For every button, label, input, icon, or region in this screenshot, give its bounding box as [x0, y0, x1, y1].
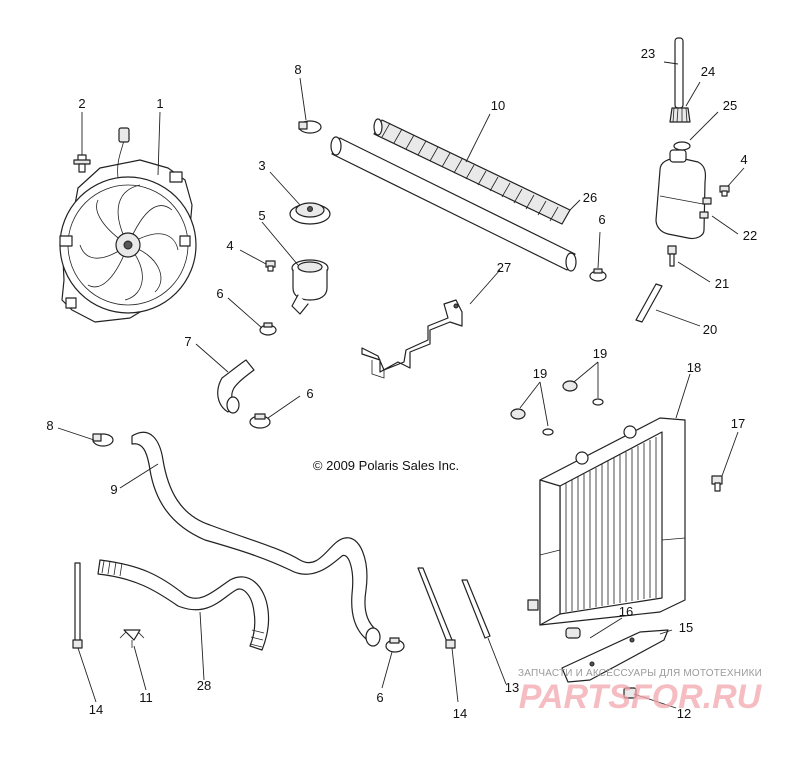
- callout-20: 20: [703, 322, 717, 337]
- callout-24: 24: [701, 64, 715, 79]
- callout-6-b: 6: [306, 386, 313, 401]
- part-18-radiator: [527, 417, 686, 626]
- callout-7: 7: [184, 334, 191, 349]
- callout-18: 18: [687, 360, 701, 375]
- part-14-cable-tie-right: [417, 567, 456, 649]
- callout-27: 27: [497, 260, 511, 275]
- callout-13: 13: [505, 680, 519, 695]
- callout-2: 2: [78, 96, 85, 111]
- part-17-bolt: [711, 475, 723, 492]
- callout-4-left: 4: [226, 238, 233, 253]
- part-5-filler-neck: [291, 259, 329, 315]
- callout-16: 16: [619, 604, 633, 619]
- part-8-clamp-left: [92, 433, 114, 447]
- callout-19-a: 19: [533, 366, 547, 381]
- callout-26: 26: [583, 190, 597, 205]
- callout-5: 5: [258, 208, 265, 223]
- callout-14-right: 14: [453, 706, 467, 721]
- part-28-corrugated-hose: [97, 559, 270, 651]
- part-6-clamp-c: [589, 268, 607, 282]
- part-8-clamp-top: [298, 120, 322, 134]
- part-15-bracket: [561, 629, 669, 683]
- part-26-straight-hose: [330, 136, 577, 272]
- watermark-tagline: ЗАПЧАСТИ И АКСЕССУАРЫ ДЛЯ МОТОТЕХНИКИ: [518, 668, 762, 679]
- part-6-clamp-d: [385, 637, 405, 653]
- callout-11: 11: [139, 690, 153, 705]
- part-2-bolt: [73, 154, 91, 173]
- part-1-fan-assembly: [59, 127, 197, 323]
- callout-6-c: 6: [598, 212, 605, 227]
- part-4-bolt-right: [719, 185, 730, 197]
- callout-21: 21: [715, 276, 729, 291]
- part-21-fitting: [667, 245, 677, 267]
- callout-25: 25: [723, 98, 737, 113]
- part-11-clip: [119, 629, 145, 648]
- callout-14-left: 14: [89, 702, 103, 717]
- callout-9: 9: [110, 482, 117, 497]
- part-22-reservoir: [655, 149, 712, 240]
- part-14-cable-tie-left: [72, 562, 83, 649]
- callout-1: 1: [156, 96, 163, 111]
- part-6-clamp-b: [249, 413, 271, 429]
- copyright-notice: © 2009 Polaris Sales Inc.: [313, 458, 459, 473]
- part-23-tube: [674, 37, 684, 109]
- callout-12: 12: [677, 706, 691, 721]
- part-7-elbow-hose: [217, 359, 255, 414]
- callout-28: 28: [197, 678, 211, 693]
- part-12-nut: [623, 687, 637, 699]
- callout-8-top: 8: [294, 62, 301, 77]
- callout-3: 3: [258, 158, 265, 173]
- callout-4-right: 4: [740, 152, 747, 167]
- part-24-cap: [669, 107, 691, 123]
- callout-6-d: 6: [376, 690, 383, 705]
- callout-22: 22: [743, 228, 757, 243]
- callout-15: 15: [679, 620, 693, 635]
- part-16-grommet: [565, 627, 581, 639]
- callout-23: 23: [641, 46, 655, 61]
- part-20-small-tube: [635, 283, 663, 323]
- part-3-radiator-cap: [289, 202, 331, 225]
- watermark: ЗАПЧАСТИ И АКСЕССУАРЫ ДЛЯ МОТОТЕХНИКИ PA…: [518, 668, 763, 716]
- callout-6-a: 6: [216, 286, 223, 301]
- part-13-tube: [461, 579, 491, 639]
- part-9-long-hose: [131, 431, 381, 647]
- callout-8-left: 8: [46, 418, 53, 433]
- callout-19-b: 19: [593, 346, 607, 361]
- part-27-bracket: [361, 299, 463, 379]
- part-4-bolt-left: [265, 260, 276, 272]
- part-6-clamp-a: [259, 322, 277, 336]
- leader-lines: [57, 61, 745, 709]
- callout-10: 10: [491, 98, 505, 113]
- part-25-o-ring: [673, 141, 691, 151]
- callout-17: 17: [731, 416, 745, 431]
- callout-labels: 1 2 3 4 4 5 6 6 6 6 7 8 8 9 10 11 12 13 …: [46, 46, 757, 721]
- watermark-brand: PARTSFOR.RU: [519, 678, 763, 716]
- part-19-grommets: [510, 380, 604, 436]
- part-10-corrugated-sleeve: [373, 118, 571, 225]
